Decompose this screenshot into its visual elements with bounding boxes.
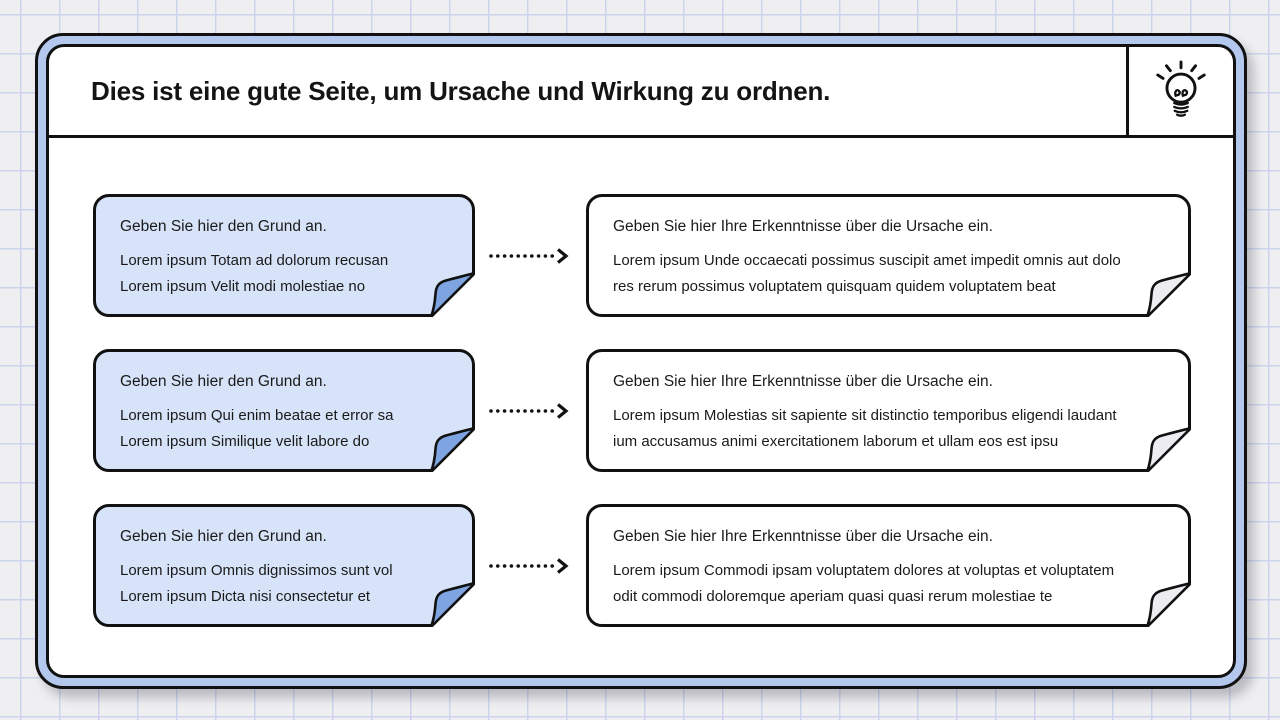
effect-card-line: odit commodi doloremque aperiam quasi qu… bbox=[613, 588, 1053, 605]
effect-card-title: Geben Sie hier Ihre Erkenntnisse über di… bbox=[613, 218, 993, 235]
effect-card-line: Lorem ipsum Commodi ipsam voluptatem dol… bbox=[613, 562, 1115, 579]
cause-card-line: Lorem ipsum Totam ad dolorum recusan bbox=[120, 252, 389, 269]
arrow-cell bbox=[481, 556, 581, 576]
cause-card-line: Lorem ipsum Similique velit labore do bbox=[120, 433, 370, 450]
row-2: Geben Sie hier den Grund an. Lorem ipsum… bbox=[93, 349, 1191, 472]
cause-card-1[interactable]: Geben Sie hier den Grund an. Lorem ipsum… bbox=[93, 194, 475, 317]
effect-card-1[interactable]: Geben Sie hier Ihre Erkenntnisse über di… bbox=[586, 194, 1191, 317]
page-title: Dies ist eine gute Seite, um Ursache und… bbox=[91, 75, 831, 106]
dotted-arrow-icon bbox=[488, 402, 569, 419]
slide-panel-inner: Dies ist eine gute Seite, um Ursache und… bbox=[46, 44, 1236, 678]
cause-card-line: Lorem ipsum Qui enim beatae et error sa bbox=[120, 407, 394, 424]
effect-card-line: Lorem ipsum Unde occaecati possimus susc… bbox=[613, 252, 1121, 269]
cause-card-title: Geben Sie hier den Grund an. bbox=[120, 373, 327, 390]
effect-card-3[interactable]: Geben Sie hier Ihre Erkenntnisse über di… bbox=[586, 504, 1191, 627]
dotted-arrow-icon bbox=[488, 247, 569, 264]
cause-card-2[interactable]: Geben Sie hier den Grund an. Lorem ipsum… bbox=[93, 349, 475, 472]
header: Dies ist eine gute Seite, um Ursache und… bbox=[49, 47, 1233, 138]
cause-card-3[interactable]: Geben Sie hier den Grund an. Lorem ipsum… bbox=[93, 504, 475, 627]
cause-card-line: Lorem ipsum Dicta nisi consectetur et bbox=[120, 588, 371, 605]
effect-card-line: ium accusamus animi exercitationem labor… bbox=[613, 433, 1059, 450]
effect-card-line: res rerum possimus voluptatem quisquam q… bbox=[613, 278, 1056, 295]
arrow-cell bbox=[481, 401, 581, 421]
cause-effect-grid: Geben Sie hier den Grund an. Lorem ipsum… bbox=[49, 138, 1233, 675]
lightbulb-icon bbox=[1156, 60, 1206, 117]
row-1: Geben Sie hier den Grund an. Lorem ipsum… bbox=[93, 194, 1191, 317]
cause-card-title: Geben Sie hier den Grund an. bbox=[120, 218, 327, 235]
arrow-cell bbox=[481, 246, 581, 266]
effect-card-title: Geben Sie hier Ihre Erkenntnisse über di… bbox=[613, 528, 993, 545]
header-icon-box bbox=[1126, 47, 1233, 135]
cause-card-line: Lorem ipsum Omnis dignissimos sunt vol bbox=[120, 562, 393, 579]
slide-panel: Dies ist eine gute Seite, um Ursache und… bbox=[35, 33, 1247, 689]
effect-card-line: Lorem ipsum Molestias sit sapiente sit d… bbox=[613, 407, 1117, 424]
cause-card-title: Geben Sie hier den Grund an. bbox=[120, 528, 327, 545]
effect-card-2[interactable]: Geben Sie hier Ihre Erkenntnisse über di… bbox=[586, 349, 1191, 472]
cause-card-line: Lorem ipsum Velit modi molestiae no bbox=[120, 278, 366, 295]
effect-card-title: Geben Sie hier Ihre Erkenntnisse über di… bbox=[613, 373, 993, 390]
row-3: Geben Sie hier den Grund an. Lorem ipsum… bbox=[93, 504, 1191, 627]
dotted-arrow-icon bbox=[488, 557, 569, 574]
